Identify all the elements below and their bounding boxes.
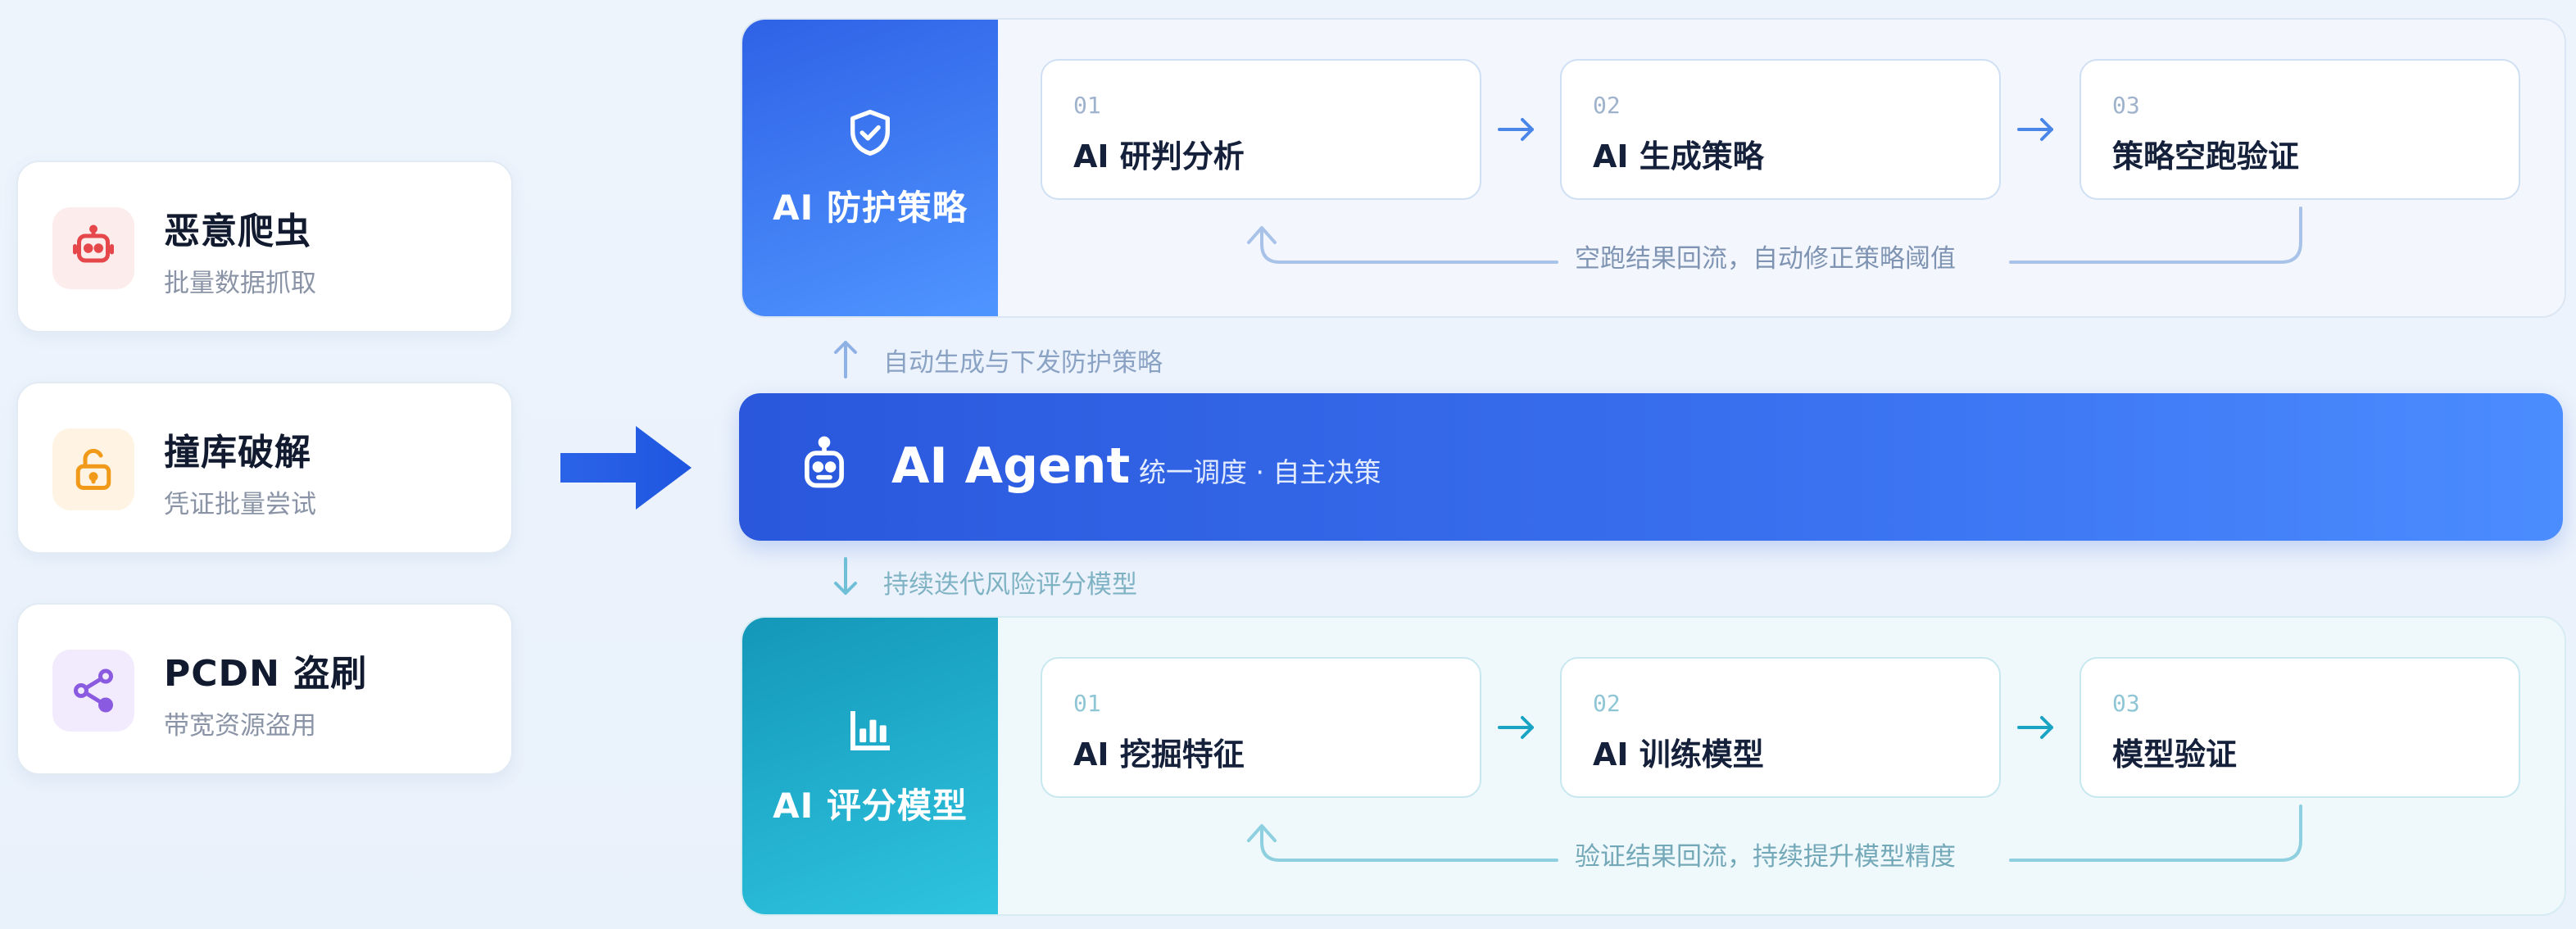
- defense-strategy-panel: AI 防护策略 01 AI 研判分析 02 AI 生成策略 03 策略空跑验证 …: [741, 18, 2566, 318]
- threat-title: PCDN 盗刷: [164, 653, 368, 695]
- defense-step-card-3: 03 策略空跑验证: [2079, 59, 2520, 200]
- step-label: AI 生成策略: [1593, 138, 1764, 174]
- defense-step-card-1: 01 AI 研判分析: [1041, 59, 1481, 200]
- scoring-loop-text: 验证结果回流，持续提升模型精度: [1575, 842, 1956, 872]
- scoring-step-card-2: 02 AI 训练模型: [1560, 657, 2001, 798]
- scoring-step-card-1: 01 AI 挖掘特征: [1041, 657, 1481, 798]
- step-label: 策略空跑验证: [2112, 138, 2300, 174]
- defense-panel-title: AI 防护策略: [773, 187, 968, 228]
- arrow-right-icon: [1498, 118, 1534, 141]
- bar-chart-icon: [850, 710, 890, 750]
- threat-title: 撞库破解: [164, 432, 311, 474]
- threat-icon-box: [52, 428, 134, 510]
- step-number: 02: [1593, 690, 1621, 717]
- defense-step-card-2: 02 AI 生成策略: [1560, 59, 2001, 200]
- threat-subtitle: 批量数据抓取: [164, 269, 316, 298]
- step-number: 03: [2112, 690, 2140, 717]
- shield-check-icon: [850, 109, 890, 156]
- ai-agent-bar: AI Agent 统一调度 · 自主决策: [739, 393, 2563, 541]
- ai-agent-title: AI Agent: [891, 437, 1131, 495]
- step-number: 01: [1073, 92, 1101, 119]
- step-label: AI 训练模型: [1593, 736, 1764, 773]
- threat-icon-box: [52, 650, 134, 732]
- scoring-panel-title: AI 评分模型: [773, 785, 968, 826]
- defense-panel-header: AI 防护策略: [742, 20, 998, 316]
- step-label: 模型验证: [2112, 736, 2238, 773]
- threat-card-pcdn: PCDN 盗刷 带宽资源盗用: [16, 603, 513, 775]
- step-label: AI 挖掘特征: [1073, 736, 1245, 773]
- unlock-icon: [75, 448, 111, 490]
- arrow-right-icon: [1498, 716, 1534, 739]
- up-connector-label: 自动生成与下发防护策略: [883, 348, 1163, 378]
- robot-icon: [805, 436, 844, 488]
- step-number: 03: [2112, 92, 2140, 119]
- threat-card-crawler: 恶意爬虫 批量数据抓取: [16, 161, 513, 333]
- ai-agent-subtitle: 统一调度 · 自主决策: [1139, 456, 1381, 488]
- down-connector-label: 持续迭代风险评分模型: [883, 570, 1137, 600]
- flow-arrow-icon: [560, 426, 692, 510]
- defense-loop-text: 空跑结果回流，自动修正策略阈值: [1575, 244, 1956, 274]
- arrow-down-icon: [834, 557, 857, 595]
- step-number: 01: [1073, 690, 1101, 717]
- threat-card-credential-stuffing: 撞库破解 凭证批量尝试: [16, 382, 513, 554]
- scoring-panel-header: AI 评分模型: [742, 618, 998, 914]
- arrow-right-icon: [2017, 118, 2053, 141]
- arrow-right-icon: [2017, 716, 2053, 739]
- step-label: AI 研判分析: [1073, 138, 1245, 174]
- scoring-model-panel: AI 评分模型 01 AI 挖掘特征 02 AI 训练模型 03 模型验证 验证…: [741, 616, 2566, 916]
- share-icon: [74, 668, 113, 713]
- threat-title: 恶意爬虫: [164, 211, 311, 252]
- scoring-step-card-3: 03 模型验证: [2079, 657, 2520, 798]
- threat-subtitle: 带宽资源盗用: [164, 711, 316, 741]
- threat-icon-box: [52, 207, 134, 289]
- step-number: 02: [1593, 92, 1621, 119]
- robot-icon: [73, 224, 114, 263]
- threat-subtitle: 凭证批量尝试: [164, 490, 316, 519]
- arrow-up-icon: [834, 341, 857, 378]
